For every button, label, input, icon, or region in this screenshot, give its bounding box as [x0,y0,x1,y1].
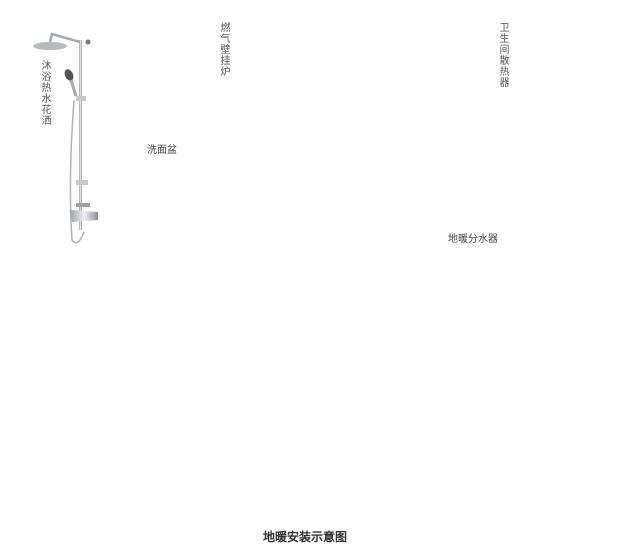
boiler-label: 燃气壁挂炉 [218,22,229,77]
radiator-label: 卫生间散热器 [497,22,508,88]
manifold-label: 地暖分水器 [448,234,498,245]
diagram-title: 地暖安装示意图 [263,530,348,544]
shower-riser [79,40,82,230]
shower-head-icon [33,42,67,50]
shower-mixer-icon [70,210,98,222]
basin-label: 洗面盆 [147,145,177,156]
shower-fixture [33,32,98,244]
hand-shower-icon [64,69,74,81]
shower-label: 沐浴热水花洒 [39,60,50,126]
